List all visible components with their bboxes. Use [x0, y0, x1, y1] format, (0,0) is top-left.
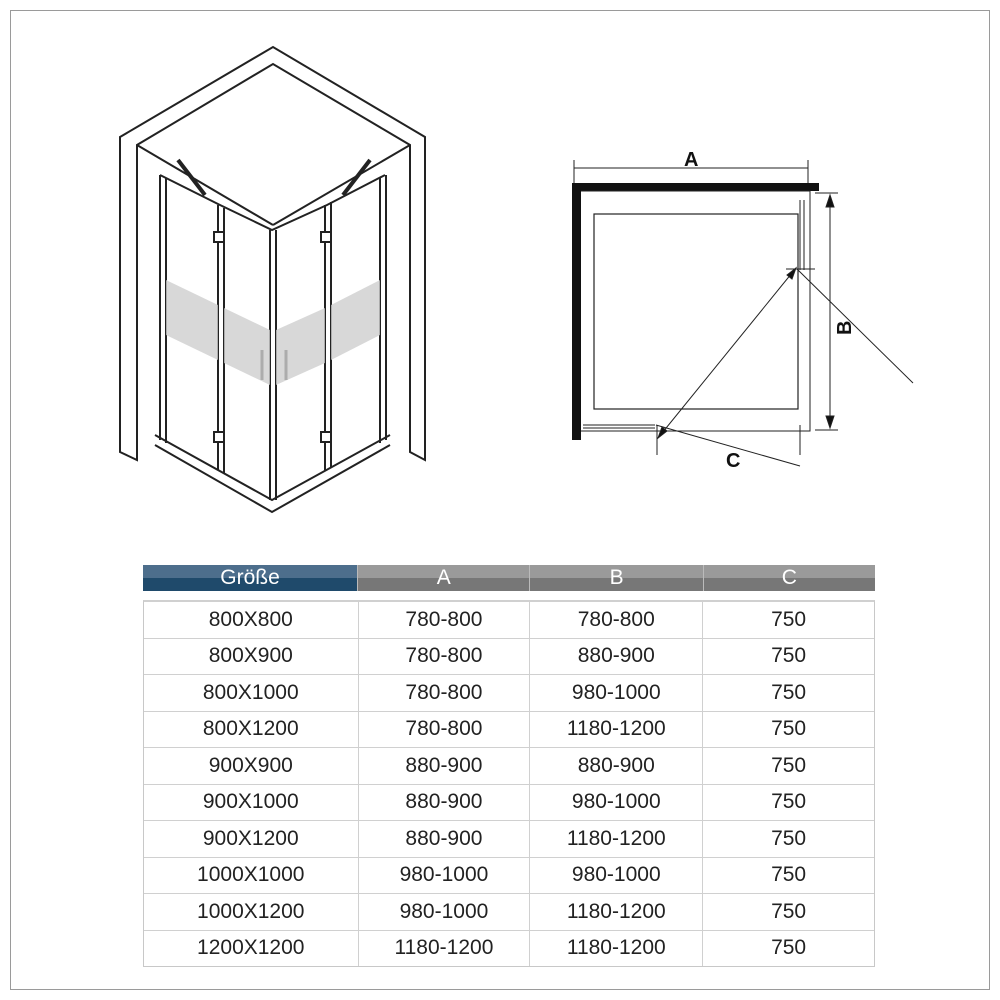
table-cell: 880-900: [357, 784, 530, 820]
table-cell: 1180-1200: [529, 711, 702, 747]
table-cell: 900X1000: [202, 790, 299, 814]
header-c: C: [702, 565, 876, 591]
table-cell: 980-1000: [357, 857, 530, 893]
header-b: B: [529, 565, 703, 591]
table-cell: 800X900: [208, 644, 293, 668]
walls: [119, 45, 426, 462]
table-cell: 800X1000: [202, 680, 299, 704]
frosted-band: [166, 280, 380, 385]
table-cell: 1180-1200: [529, 894, 702, 930]
table-cell: 980-1000: [529, 675, 702, 711]
table-cell: 780-800: [357, 711, 530, 747]
table-cell: 750: [702, 784, 874, 820]
table-cell: 1180-1200: [357, 930, 530, 966]
table-cell: 1200X1200: [197, 936, 305, 960]
table-cell: 750: [702, 675, 874, 711]
table-cell: 1180-1200: [529, 821, 702, 857]
table-cell: 750: [702, 821, 874, 857]
table-cell: 780-800: [357, 602, 530, 638]
table-cell: 880-900: [529, 638, 702, 674]
page-border: [10, 10, 990, 990]
dimension-a: [573, 160, 809, 183]
table-header: Größe A B C: [143, 565, 876, 591]
table-cell: 800X1200: [202, 717, 299, 741]
table-cell: 980-1000: [357, 894, 530, 930]
floor-plan-diagram: A B C: [572, 149, 914, 472]
table-cell: 750: [702, 857, 874, 893]
table-cell: 800X800: [208, 607, 293, 631]
table-cell: 750: [702, 894, 874, 930]
table-cell: 900X900: [208, 753, 293, 777]
header-size: Größe: [143, 565, 358, 591]
table-cell: 780-800: [529, 602, 702, 638]
table-cell: 1000X1000: [197, 863, 305, 887]
table-cell: 780-800: [357, 675, 530, 711]
label-b: B: [834, 321, 856, 335]
table-cell: 980-1000: [529, 857, 702, 893]
shower-isometric-drawing: A B C: [119, 45, 914, 514]
table-cell: 750: [702, 748, 874, 784]
table-cell: 880-900: [529, 748, 702, 784]
table-cell: 750: [702, 711, 874, 747]
table-cell: 750: [702, 930, 874, 966]
table-cell: 1000X1200: [197, 899, 305, 923]
dimension-c: [655, 266, 914, 467]
table-cell: 880-900: [357, 821, 530, 857]
table-cell: 880-900: [357, 748, 530, 784]
table-cell: 900X1200: [202, 826, 299, 850]
table-cell: 750: [702, 602, 874, 638]
label-a: A: [684, 149, 698, 171]
header-a: A: [357, 565, 530, 591]
dimension-b: [815, 192, 838, 431]
table-cell: 780-800: [357, 638, 530, 674]
table-cell: 1180-1200: [529, 930, 702, 966]
table-cell: 980-1000: [529, 784, 702, 820]
label-c: C: [726, 450, 740, 472]
table-cell: 750: [702, 638, 874, 674]
